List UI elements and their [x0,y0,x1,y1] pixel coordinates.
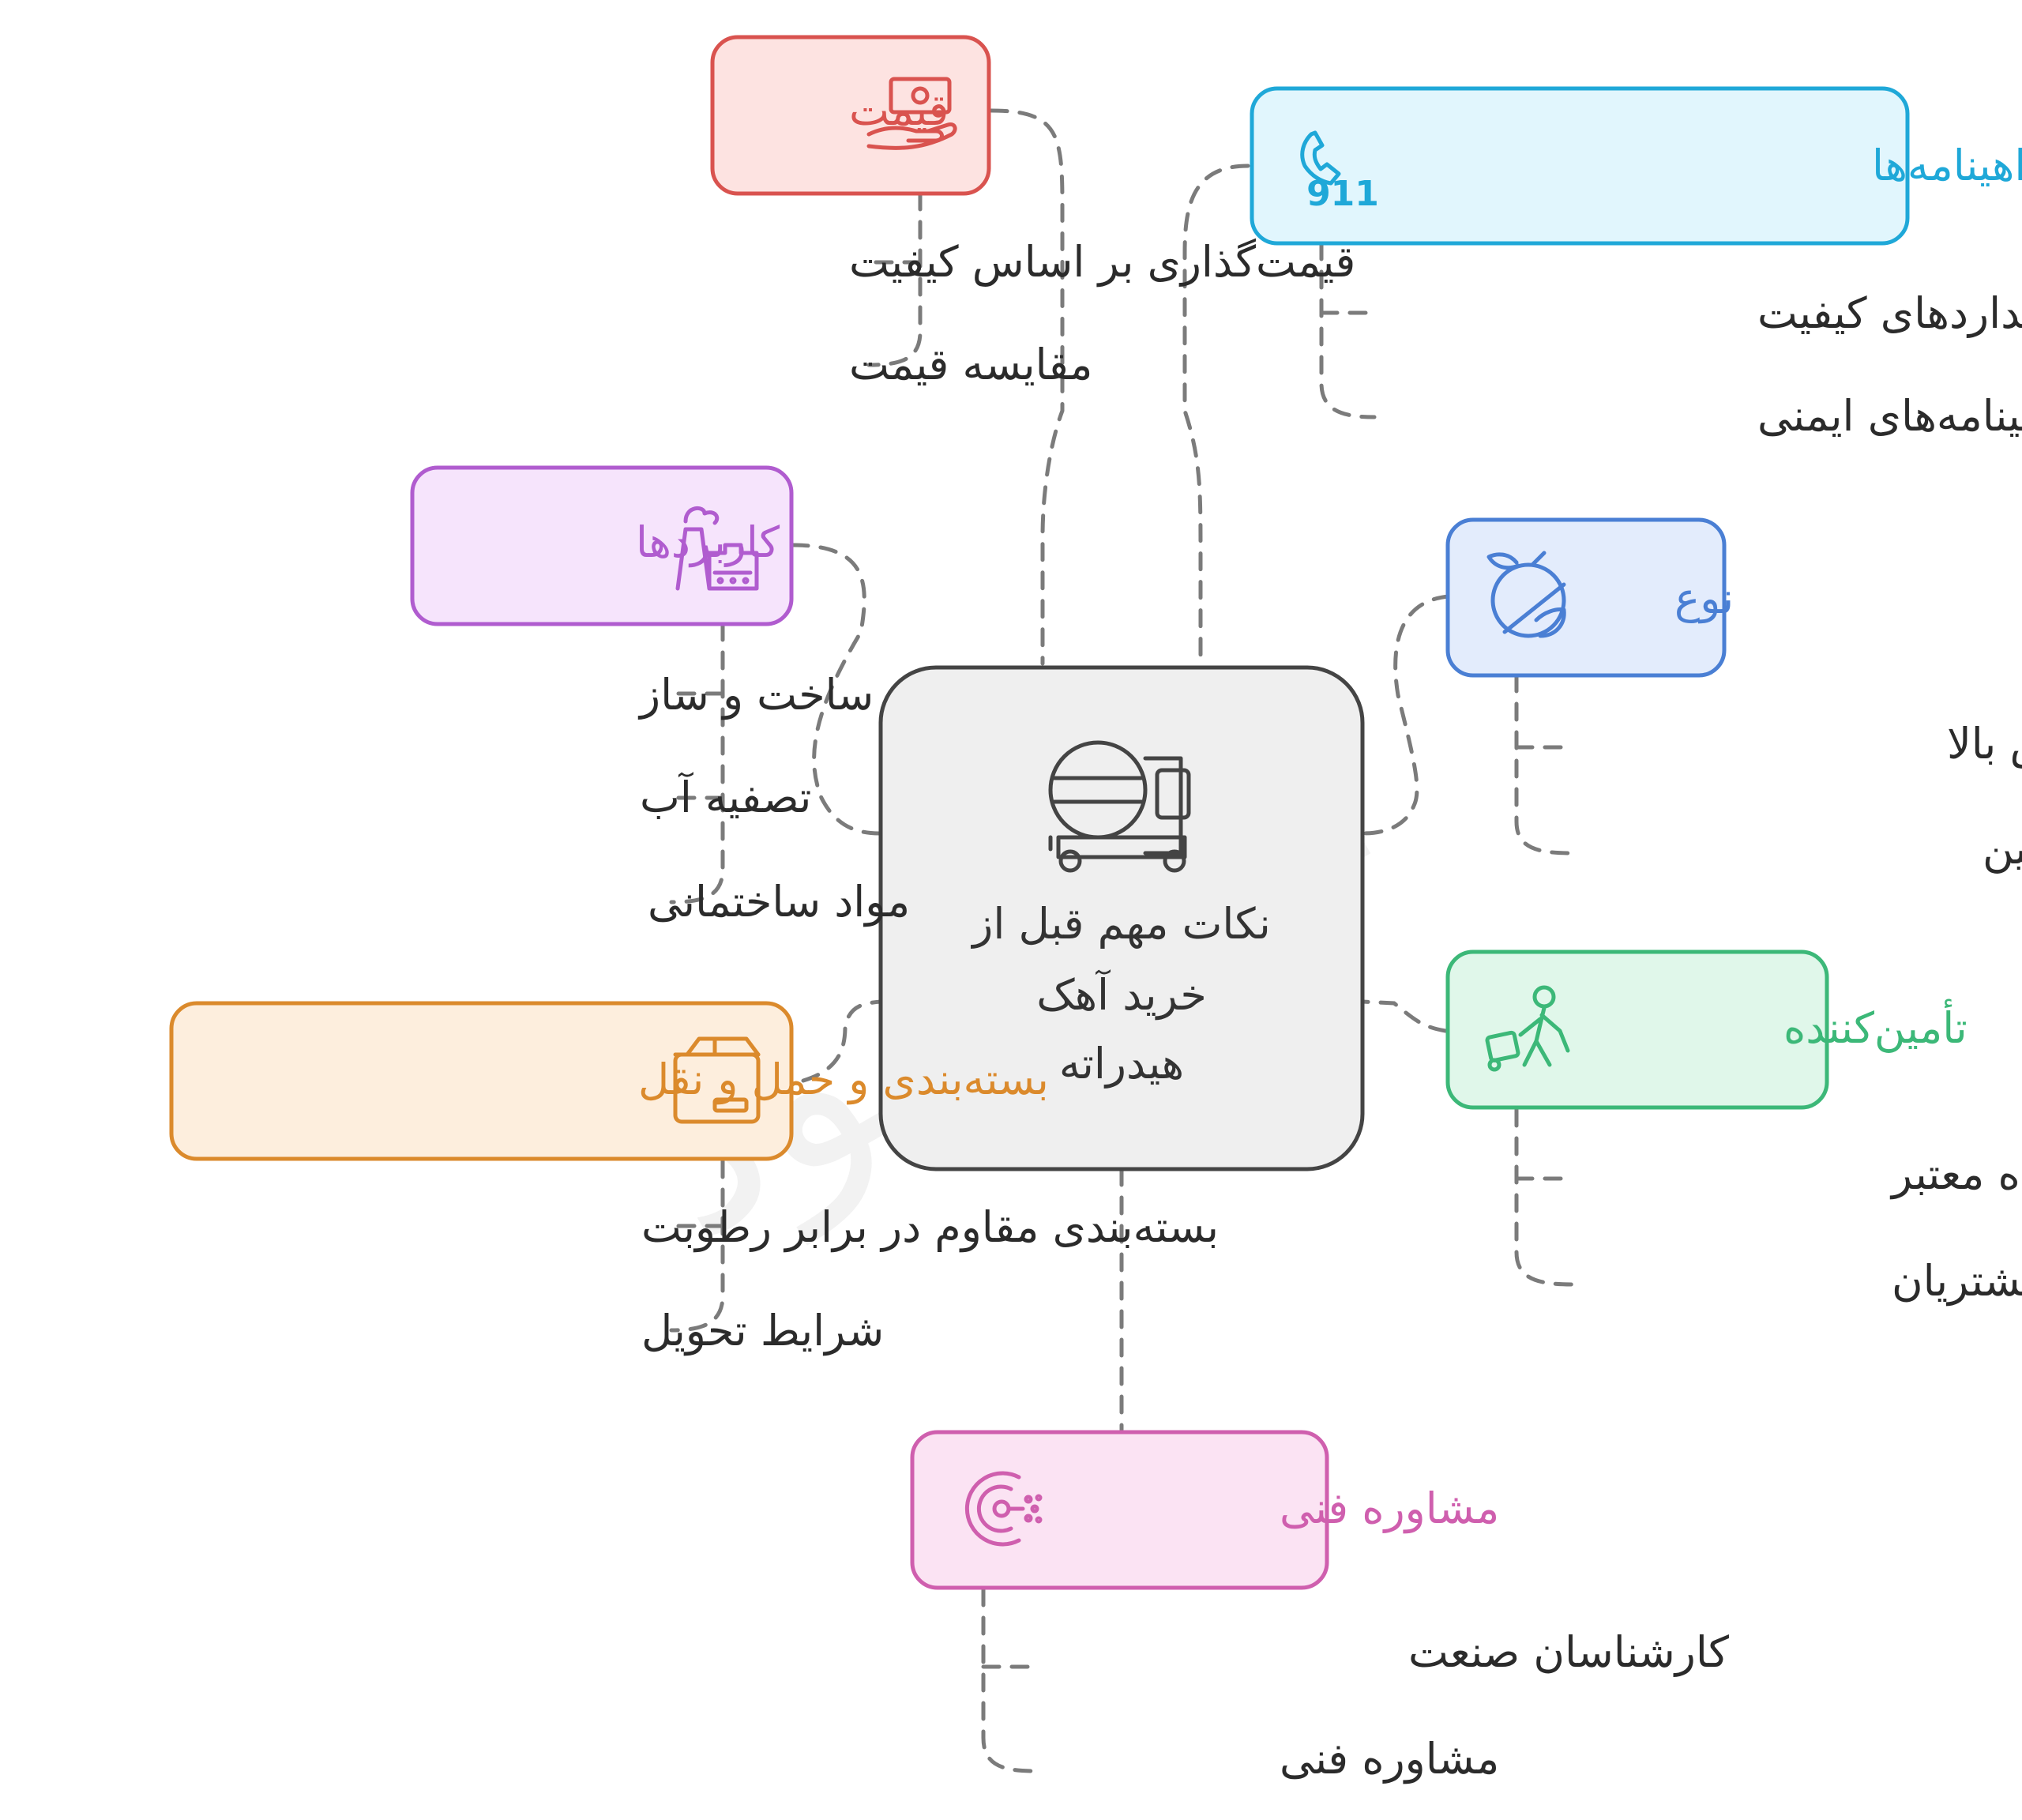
topic-supplier-title: تأمین‌کننده [1783,998,1968,1053]
topic-type-box [1445,517,1727,678]
applications-item-2: تصفیه آب [640,772,811,822]
factory-icon [675,506,759,591]
type-item-1: آهک با خلوص بالا [1947,718,2022,769]
topic-packaging: بسته‌بندی و حمل و نقل بسته‌بندی مقاوم در… [169,1001,1219,1356]
topic-consulting-title: مشاوره فنی [1280,1483,1499,1533]
standards-item-2: گواهینامه‌های ایمنی [1757,391,2022,441]
supplier-item-1: تأمین‌کننده معتبر [1889,1145,2022,1199]
price-item-2: مقایسه قیمت [849,340,1092,389]
svg-text:911: 911 [1306,174,1379,214]
standards-item-1: استانداردهای کیفیت [1757,288,2022,338]
center-line-1: نکات مهم قبل از [970,899,1270,949]
topic-packaging-title: بسته‌بندی و حمل و نقل [638,1055,1049,1104]
worker-cart-icon [1485,985,1570,1072]
consult-logo-icon [964,1471,1043,1547]
topic-consulting-box [910,1430,1329,1590]
topic-type-title: نوع [1674,573,1734,623]
packaging-item-1: بسته‌بندی مقاوم در برابر رطوبت [641,1202,1219,1252]
citrus-icon [1486,551,1566,638]
topic-price: قیمت قیمت‌گذاری بر اساس کیفیت مقایسه قیم… [710,35,1355,389]
connectors [790,108,1452,1432]
consulting-item-2: مشاوره فنی [1280,1734,1499,1784]
topic-supplier: تأمین‌کننده تأمین‌کننده معتبر نظرات مشتر… [1445,949,2022,1306]
child-connectors [669,191,1574,1773]
topic-packaging-box [169,1001,794,1161]
topic-standards-title: استانداردها و گواهینامه‌ها [1872,141,2022,190]
topic-supplier-box [1445,949,1829,1110]
center-line-3: هیدراته [1059,1039,1184,1089]
cement-mixer-icon [1048,740,1191,873]
phone-911-icon: 911 [1300,130,1379,214]
price-item-1: قیمت‌گذاری بر اساس کیفیت [849,237,1355,287]
money-hand-icon [866,77,957,150]
consulting-item-1: کارشناسان صنعت [1408,1627,1729,1677]
box-icon [673,1036,761,1124]
topic-standards: استانداردها و گواهینامه‌ها 911 استاندارد… [1250,86,2022,441]
applications-item-3: مواد ساختمانی [648,877,910,927]
topic-applications: کاربردها ساخت و ساز تصفیه آب مواد ساختما… [410,465,910,927]
topic-price-box [710,35,991,196]
topic-consulting: مشاوره فنی کارشناسان صنعت مشاوره فنی [910,1430,1729,1784]
center-line-2: خرید آهک [1036,969,1207,1020]
center-node: نکات مهم قبل از خرید آهک هیدراته [878,665,1365,1171]
topic-type: نوع آهک با خلوص بالا آهک با خلوص پایین [1445,517,2022,874]
supplier-item-2: نظرات مشتریان [1892,1256,2022,1306]
packaging-item-2: شرایط تحویل [641,1306,884,1356]
topic-standards-box [1250,86,1910,246]
applications-item-1: ساخت و ساز [637,670,874,720]
type-item-2: آهک با خلوص پایین [1983,823,2022,874]
